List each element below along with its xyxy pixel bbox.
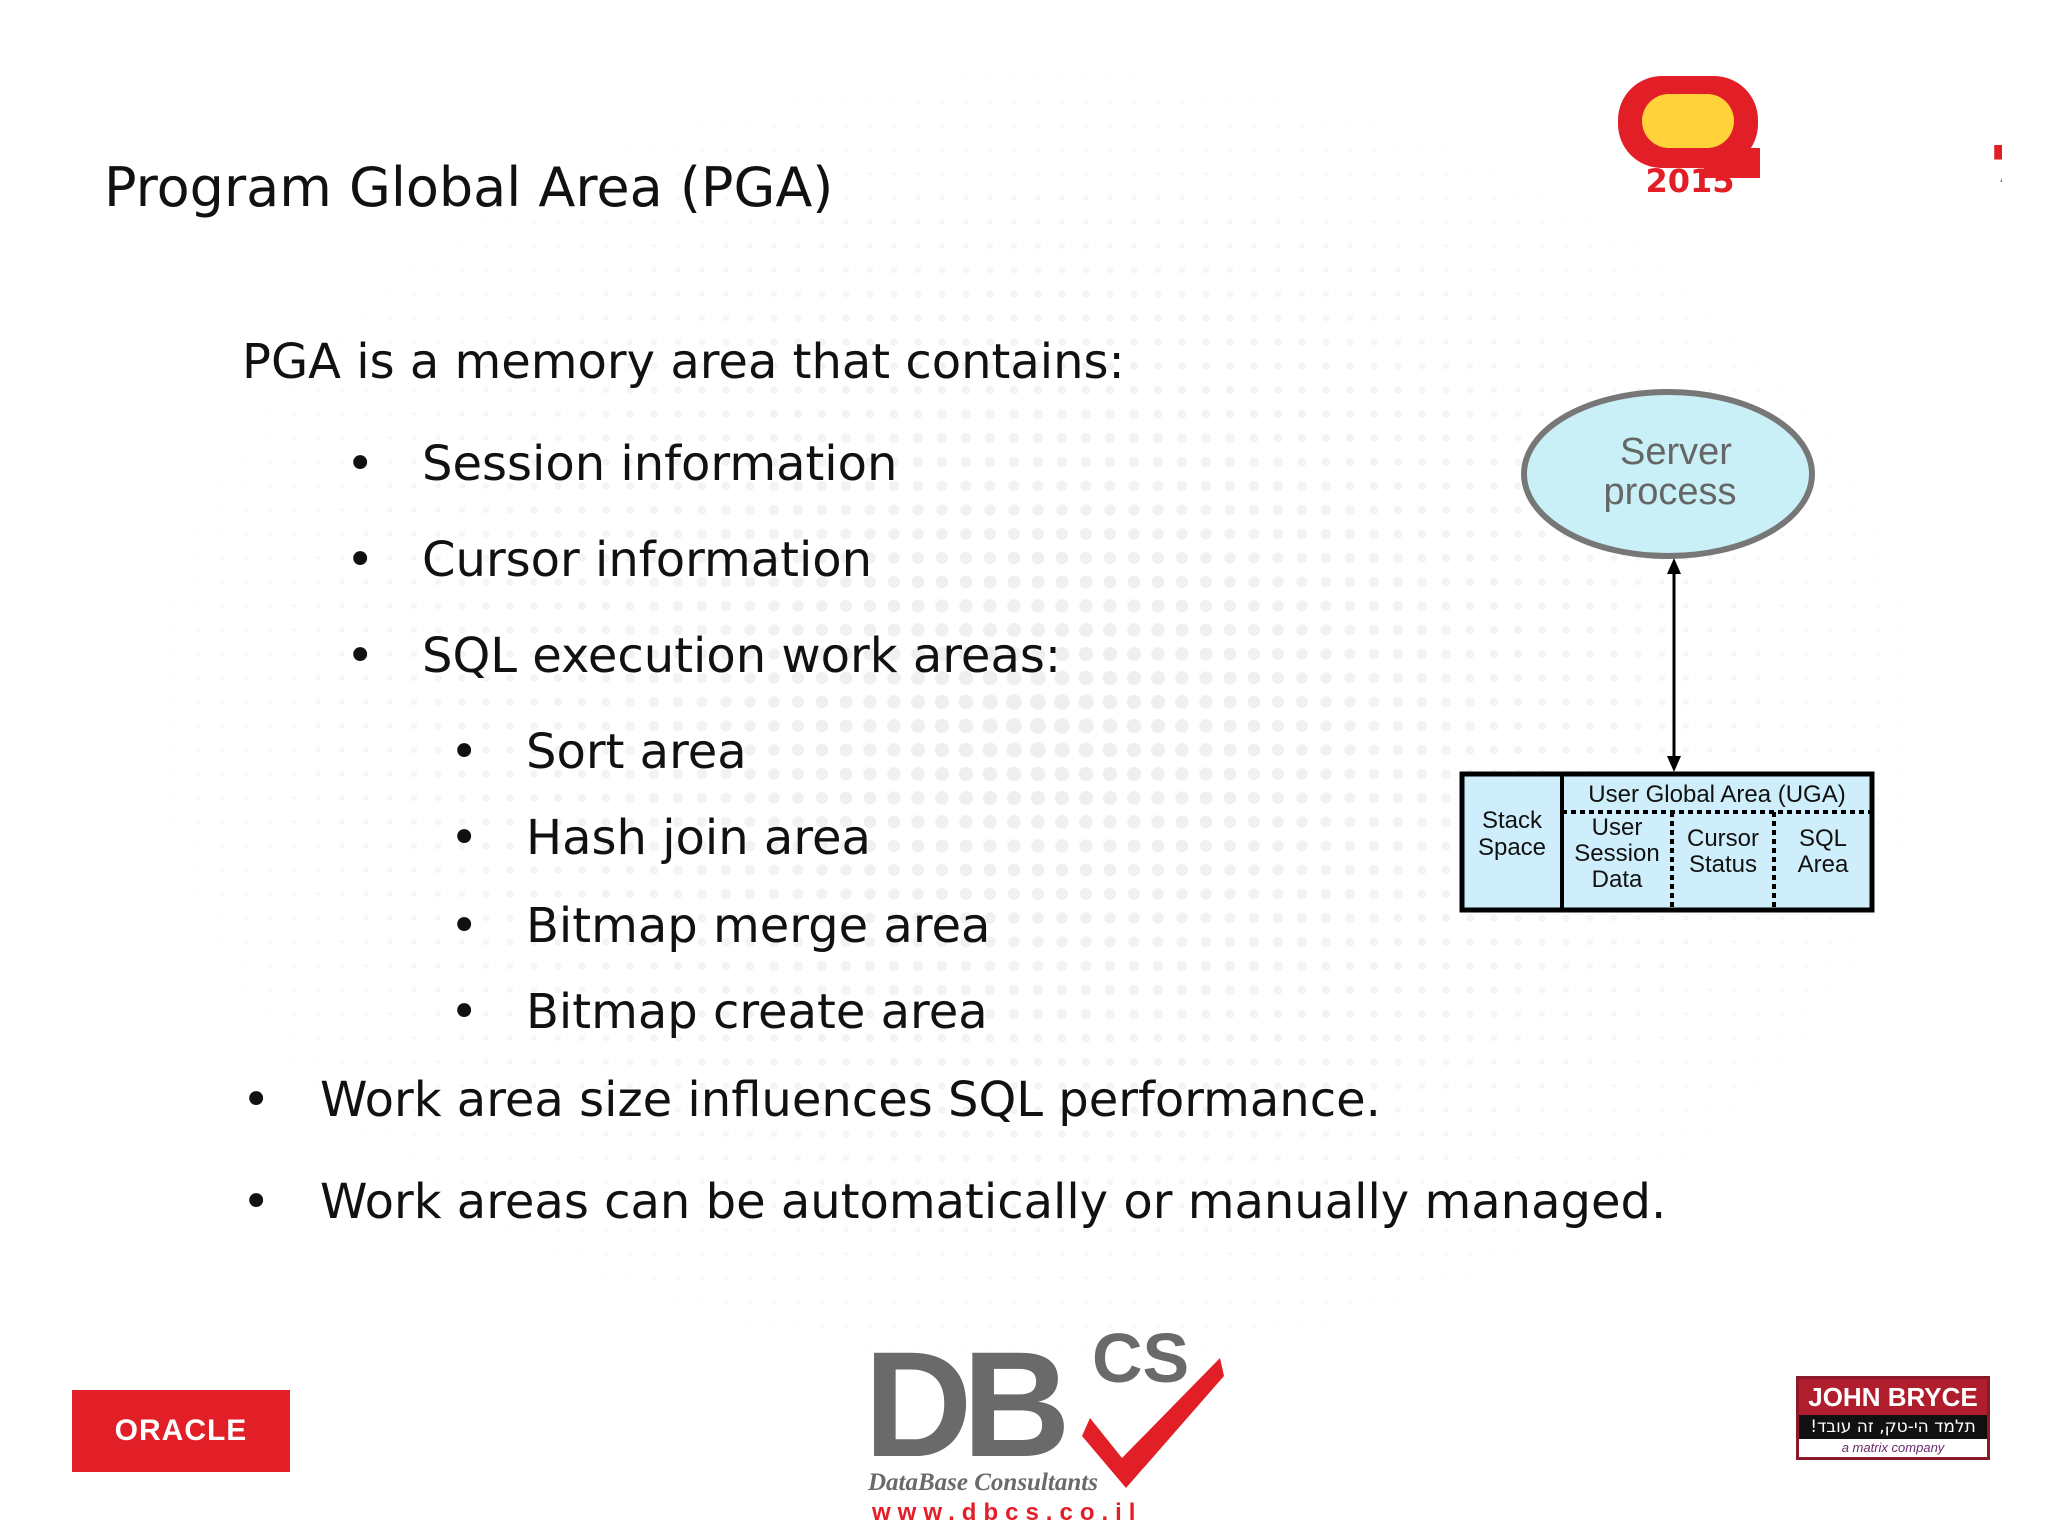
intro-text: PGA is a memory area that contains: bbox=[242, 334, 1125, 390]
jb-hebrew-slogan: תלמד הי-טק, זה עובד! bbox=[1799, 1415, 1987, 1439]
bullet-text: Bitmap create area bbox=[526, 984, 988, 1040]
stack-label: Stack bbox=[1482, 807, 1543, 834]
jb-subtitle: a matrix company bbox=[1841, 1440, 1945, 1455]
bullet-text: Bitmap merge area bbox=[526, 898, 991, 954]
slide-title: Program Global Area (PGA) bbox=[104, 156, 834, 219]
sql-label-2: Area bbox=[1798, 851, 1849, 878]
cursor-label-2: Status bbox=[1689, 851, 1757, 878]
bullet-dot: • bbox=[242, 1174, 271, 1230]
bullet-text: Hash join area bbox=[526, 810, 871, 866]
process-label: process bbox=[1603, 471, 1736, 513]
bullet-text: Cursor information bbox=[422, 532, 873, 588]
dbcs-logo: DB CS DataBase Consultants www.dbcs.co.i… bbox=[864, 1319, 1224, 1526]
bullet-dot: • bbox=[242, 1072, 271, 1128]
arrow-head-down-icon bbox=[1667, 756, 1681, 772]
pga-diagram: Server process User Global Area (UGA) St… bbox=[1459, 389, 1875, 913]
server-process-ellipse bbox=[1521, 389, 1815, 559]
logo-year: 2015 bbox=[1645, 162, 1734, 200]
jb-title: JOHN BRYCE bbox=[1799, 1379, 1987, 1415]
bullet-text: Sort area bbox=[526, 724, 747, 780]
dbcs-main-text: DB bbox=[864, 1320, 1064, 1488]
bullet-text: SQL execution work areas: bbox=[422, 628, 1062, 684]
bullet-dot: • bbox=[450, 724, 479, 780]
server-label: Server bbox=[1620, 431, 1732, 473]
john-bryce-logo: JOHN BRYCE תלמד הי-טק, זה עובד! a matrix… bbox=[1796, 1376, 1990, 1460]
space-label: Space bbox=[1478, 834, 1546, 861]
bullet-dot: • bbox=[346, 628, 375, 684]
checkmark-icon bbox=[1082, 1358, 1224, 1488]
dbcs-url: www.dbcs.co.il bbox=[871, 1499, 1142, 1526]
uga-title: User Global Area (UGA) bbox=[1588, 781, 1845, 808]
session-label-3: Data bbox=[1592, 866, 1643, 893]
arrow-head-up-icon bbox=[1667, 558, 1681, 574]
pga-box bbox=[1459, 771, 1875, 913]
cursor-label-1: Cursor bbox=[1687, 825, 1759, 852]
bullet-dot: • bbox=[450, 810, 479, 866]
session-label-1: User bbox=[1592, 814, 1643, 841]
logo-hebrew-text: שבוע אורקל bbox=[1992, 135, 2002, 195]
dbcs-tagline: DataBase Consultants bbox=[867, 1469, 1098, 1496]
bullet-dot: • bbox=[450, 984, 479, 1040]
bullet-text: Work area size influences SQL performanc… bbox=[320, 1072, 1381, 1128]
oracle-logo: ORACLE bbox=[72, 1390, 290, 1472]
bullet-dot: • bbox=[346, 532, 375, 588]
bullet-text: Session information bbox=[422, 436, 898, 492]
bullet-dot: • bbox=[346, 436, 375, 492]
sql-label-1: SQL bbox=[1799, 825, 1847, 852]
session-label-2: Session bbox=[1574, 840, 1659, 867]
dbcs-superscript: CS bbox=[1092, 1319, 1189, 1397]
oracle-week-logo: 2015 שבוע אורקל bbox=[1618, 76, 2002, 200]
bullet-text: Work areas can be automatically or manua… bbox=[320, 1174, 1667, 1230]
bullet-dot: • bbox=[450, 898, 479, 954]
